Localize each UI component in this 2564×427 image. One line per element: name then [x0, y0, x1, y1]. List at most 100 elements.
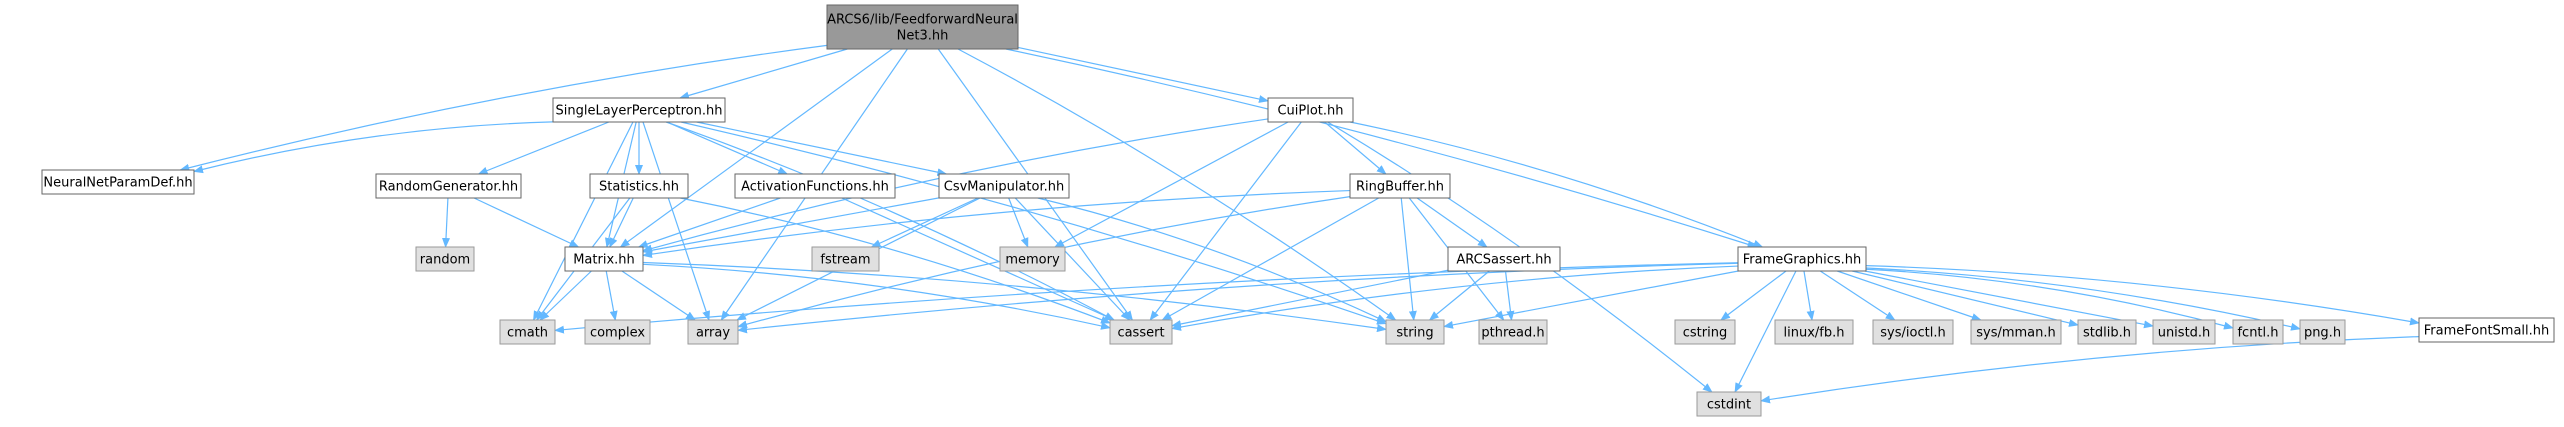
- edge-cui-to-memory: [1054, 121, 1289, 248]
- edge-cui-to-ring: [1324, 121, 1387, 175]
- node-act[interactable]: ActivationFunctions.hh: [734, 173, 896, 199]
- node-cmath-label: cmath: [507, 326, 548, 341]
- node-fstream: fstream: [811, 246, 880, 272]
- edge-root-to-slp: [679, 48, 848, 100]
- node-unistd-box: [2152, 319, 2216, 345]
- node-string-label: string: [1396, 326, 1433, 341]
- node-random: random: [415, 246, 475, 272]
- node-csv-box: [938, 173, 1070, 199]
- node-array-label: array: [696, 326, 730, 341]
- edge-root-to-string: [957, 48, 1397, 321]
- node-cmath: cmath: [499, 319, 556, 345]
- node-complex: complex: [584, 319, 651, 345]
- edge-csv-to-string: [1037, 197, 1387, 323]
- node-mman-label: sys/mman.h: [1976, 326, 2056, 341]
- edge-mat-to-cmath: [539, 270, 592, 321]
- node-cstring: cstring: [1674, 319, 1736, 345]
- edge-fg-to-unistd: [1864, 270, 2154, 329]
- node-cstdint: cstdint: [1696, 391, 1762, 417]
- edge-mat-to-array: [621, 270, 696, 321]
- node-cstdint-box: [1696, 391, 1762, 417]
- node-slp-label: SingleLayerPerceptron.hh: [555, 104, 722, 119]
- node-pthread-label: pthread.h: [1481, 326, 1544, 341]
- node-ring-box: [1349, 173, 1451, 199]
- node-memory: memory: [999, 246, 1066, 272]
- edge-fg-to-cstdint: [1734, 270, 1797, 393]
- edge-fg-to-stdlib: [1852, 270, 2079, 327]
- edge-slp-to-cassert: [665, 121, 1115, 321]
- node-memory-label: memory: [1005, 253, 1060, 268]
- node-stat[interactable]: Statistics.hh: [589, 173, 689, 199]
- edge-mat-to-complex: [605, 270, 618, 321]
- node-linuxfb-box: [1774, 319, 1854, 345]
- node-png: png.h: [2299, 319, 2346, 345]
- node-stat-label: Statistics.hh: [599, 180, 679, 195]
- node-ffs-label: FrameFontSmall.hh: [2424, 324, 2550, 339]
- edge-stat-to-mat: [609, 197, 634, 248]
- node-arcs-label: ARCSassert.hh: [1456, 253, 1551, 268]
- node-cstring-box: [1674, 319, 1736, 345]
- edge-act-to-cassert: [841, 197, 1116, 321]
- edge-fg-to-string: [1443, 270, 1739, 329]
- node-memory-box: [999, 246, 1066, 272]
- node-ffs[interactable]: FrameFontSmall.hh: [2418, 317, 2555, 343]
- node-complex-label: complex: [590, 326, 645, 341]
- node-csv[interactable]: CsvManipulator.hh: [938, 173, 1070, 199]
- node-rg-label: RandomGenerator.hh: [379, 180, 518, 195]
- node-random-label: random: [420, 253, 470, 268]
- node-cstring-label: cstring: [1683, 326, 1727, 341]
- node-fcntl-box: [2232, 319, 2284, 345]
- edge-slp-to-cmath: [532, 121, 634, 321]
- edge-csv-to-memory: [1008, 197, 1029, 248]
- node-cui[interactable]: CuiPlot.hh: [1267, 97, 1354, 123]
- node-slp[interactable]: SingleLayerPerceptron.hh: [552, 97, 726, 123]
- edge-csv-to-fstream: [870, 197, 979, 248]
- edge-fg-to-cassert: [1171, 265, 1739, 331]
- edges-layer: [179, 44, 2420, 404]
- edge-slp-to-nnpd: [193, 121, 554, 174]
- edge-ring-to-mat: [642, 189, 1351, 259]
- node-rg[interactable]: RandomGenerator.hh: [375, 173, 522, 199]
- edge-arcs-to-cassert: [1171, 269, 1449, 328]
- edge-csv-to-mat: [642, 197, 940, 255]
- edge-slp-to-act: [666, 121, 789, 175]
- node-random-box: [415, 246, 475, 272]
- node-act-label: ActivationFunctions.hh: [741, 180, 889, 195]
- node-ioctl-box: [1872, 319, 1954, 345]
- node-array-box: [687, 319, 739, 345]
- node-string-box: [1385, 319, 1445, 345]
- edge-fg-to-mman: [1836, 270, 1982, 321]
- edge-ffs-to-cstdint: [1760, 335, 2420, 404]
- edge-csv-to-cassert: [1014, 197, 1131, 321]
- node-stdlib: stdlib.h: [2077, 319, 2137, 345]
- node-rg-box: [375, 173, 522, 199]
- node-ring[interactable]: RingBuffer.hh: [1349, 173, 1451, 199]
- node-complex-box: [584, 319, 651, 345]
- edge-fg-to-ffs: [1865, 265, 2420, 326]
- node-ioctl-label: sys/ioctl.h: [1880, 326, 1945, 341]
- node-unistd: unistd.h: [2152, 319, 2216, 345]
- node-nnpd[interactable]: NeuralNetParamDef.hh: [41, 169, 195, 195]
- node-ioctl: sys/ioctl.h: [1872, 319, 1954, 345]
- edge-root-to-nnpd: [179, 44, 828, 172]
- node-linuxfb-label: linux/fb.h: [1784, 326, 1845, 341]
- edge-ring-to-cassert: [1161, 197, 1380, 321]
- edge-fg-to-array: [737, 262, 1739, 334]
- node-fg-box: [1737, 246, 1867, 272]
- nodes-layer: ARCS6/lib/FeedforwardNeuralNet3.hhNeural…: [41, 4, 2555, 417]
- node-fstream-box: [811, 246, 880, 272]
- node-mat[interactable]: Matrix.hh: [564, 246, 644, 272]
- node-ffs-box: [2418, 317, 2555, 343]
- node-fg[interactable]: FrameGraphics.hh: [1737, 246, 1867, 272]
- node-stat-box: [589, 173, 689, 199]
- edge-fg-to-linuxfb: [1803, 270, 1815, 321]
- node-root-label: Net3.hh: [897, 29, 949, 44]
- edge-ring-to-arcs: [1416, 197, 1488, 248]
- node-arcs[interactable]: ARCSassert.hh: [1447, 246, 1561, 272]
- node-cassert: cassert: [1109, 319, 1173, 345]
- edge-cui-to-cassert: [1149, 121, 1302, 321]
- edge-rg-to-mat: [473, 197, 580, 248]
- node-stdlib-box: [2077, 319, 2137, 345]
- node-nnpd-box: [41, 169, 195, 195]
